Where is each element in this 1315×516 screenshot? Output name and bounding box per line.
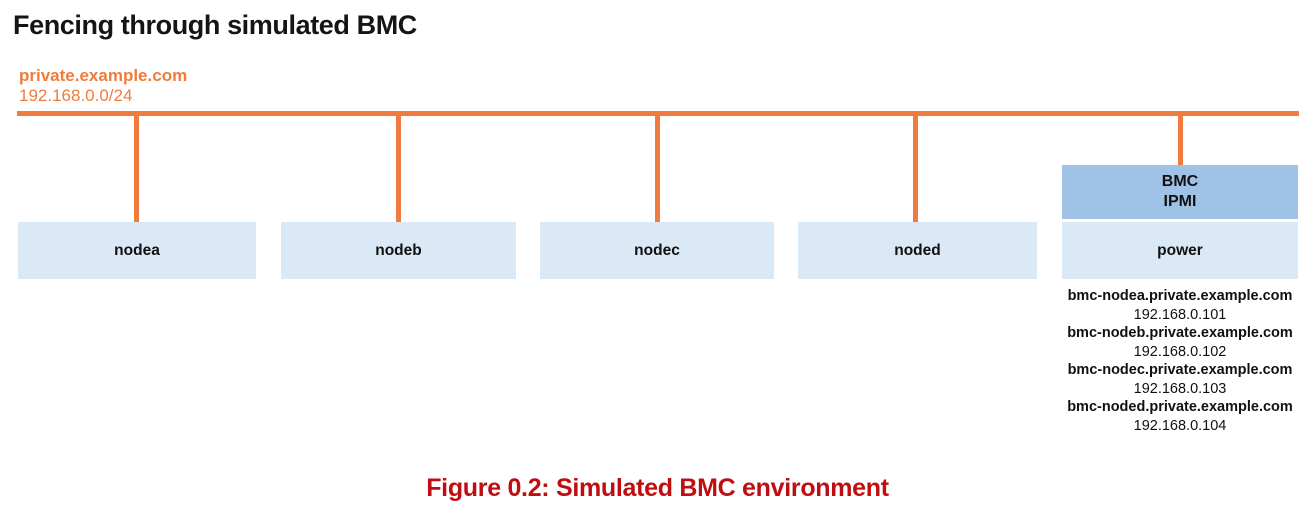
bmc-entry-host: bmc-nodec.private.example.com (1067, 362, 1293, 378)
node-label: nodeb (375, 241, 422, 259)
node-box-nodec: nodec (540, 222, 774, 279)
bmc-header-line1: BMC (1161, 173, 1199, 190)
bmc-entry-host: bmc-noded.private.example.com (1067, 399, 1293, 415)
network-cidr: 192.168.0.0/24 (19, 86, 133, 105)
node-label: nodea (114, 241, 160, 259)
diagram-title: Fencing through simulated BMC (13, 10, 417, 40)
drop-line-noded (913, 114, 918, 222)
network-domain: private.example.com (19, 66, 188, 85)
bmc-header-box: BMC IPMI (1062, 165, 1298, 219)
bmc-entry-ip: 192.168.0.104 (1133, 417, 1227, 434)
network-bus-line (17, 111, 1299, 116)
drop-line-nodec (655, 114, 660, 222)
network-label: private.example.com 192.168.0.0/24 (19, 66, 187, 106)
drop-line-nodeb (396, 114, 401, 222)
bmc-entry-ip: 192.168.0.101 (1133, 306, 1227, 323)
bmc-entry-ip: 192.168.0.102 (1133, 343, 1227, 360)
node-label: nodec (634, 241, 680, 259)
bmc-entry-host: bmc-nodeb.private.example.com (1067, 325, 1293, 341)
node-box-noded: noded (798, 222, 1037, 279)
drop-line-nodea (134, 114, 139, 222)
figure-caption: Figure 0.2: Simulated BMC environment (426, 474, 889, 502)
power-box: power (1062, 222, 1298, 279)
bmc-header-line2: IPMI (1163, 193, 1197, 210)
drop-line-bmc (1178, 114, 1183, 165)
node-label: noded (894, 241, 941, 259)
bmc-entries-list: bmc-nodea.private.example.com 192.168.0.… (1052, 287, 1308, 435)
power-label: power (1157, 241, 1203, 259)
node-box-nodeb: nodeb (281, 222, 516, 279)
bmc-entry-ip: 192.168.0.103 (1133, 380, 1227, 397)
node-box-nodea: nodea (18, 222, 256, 279)
bmc-entry-host: bmc-nodea.private.example.com (1067, 288, 1293, 304)
